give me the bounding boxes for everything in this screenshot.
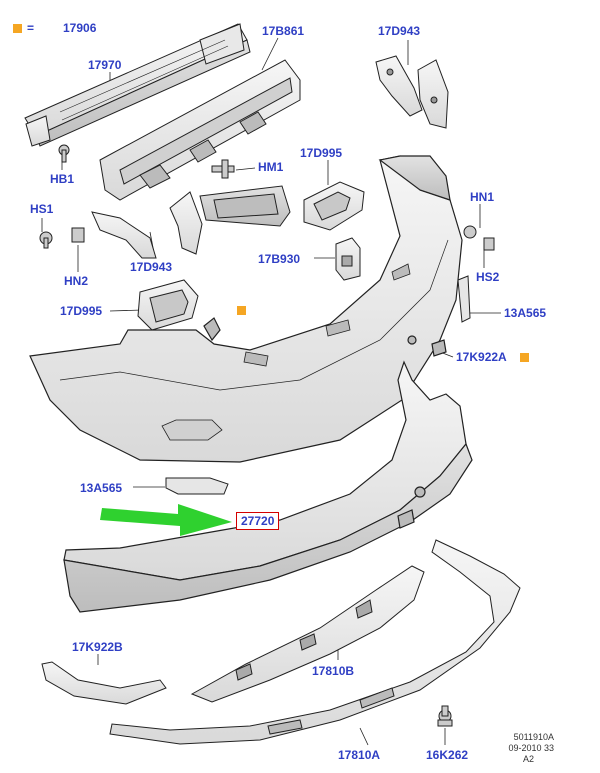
bracket-17d995-left <box>137 279 199 331</box>
label-13a565-left[interactable]: 13A565 <box>80 481 123 495</box>
label-16k262[interactable]: 16K262 <box>426 748 469 762</box>
absorber-part <box>99 59 301 201</box>
label-17d995-left[interactable]: 17D995 <box>60 304 103 318</box>
label-17d995-top[interactable]: 17D995 <box>300 146 343 160</box>
label-17b930[interactable]: 17B930 <box>258 252 301 266</box>
label-17b861[interactable]: 17B861 <box>262 24 305 38</box>
trim-17k922b <box>41 661 167 705</box>
label-17k922b[interactable]: 17K922B <box>72 640 123 654</box>
label-hs1[interactable]: HS1 <box>30 202 54 216</box>
fastener-hn1-hs2 <box>463 225 495 251</box>
clip-17b930 <box>335 237 361 281</box>
label-17810a[interactable]: 17810A <box>338 748 381 762</box>
reflector-13a565-right <box>457 275 471 323</box>
label-27720-highlighted[interactable]: 27720 <box>236 512 280 530</box>
legend-equals: = <box>27 21 35 35</box>
fastener-hn2 <box>71 227 85 243</box>
label-17810b[interactable]: 17810B <box>312 664 355 678</box>
screw-hm1 <box>211 159 235 179</box>
pointer-arrow <box>100 504 232 536</box>
label-17d943-mid[interactable]: 17D943 <box>130 260 173 274</box>
push-clip-16k262 <box>437 705 453 727</box>
label-17970[interactable]: 17970 <box>88 58 122 72</box>
footer-line-2: 09-2010 33 <box>508 743 554 753</box>
label-hs2[interactable]: HS2 <box>476 270 500 284</box>
lower-valance-27720 <box>63 360 473 613</box>
legend-marker-square <box>13 24 22 33</box>
diffuser-17810b <box>190 565 425 703</box>
bumper-cover <box>29 155 463 463</box>
label-hn2[interactable]: HN2 <box>64 274 89 288</box>
marker-square-17k922a <box>520 353 529 362</box>
impact-bar-part <box>24 23 251 147</box>
diffuser-17810a <box>109 539 521 745</box>
label-hn1[interactable]: HN1 <box>470 190 495 204</box>
footer-reference: 5011910A 09-2010 33 A2 <box>496 732 554 765</box>
label-hm1[interactable]: HM1 <box>258 160 284 174</box>
bracket-17d943-top <box>375 55 449 129</box>
footer-line-3: A2 <box>522 754 534 764</box>
label-17k922a[interactable]: 17K922A <box>456 350 507 364</box>
marker-square-bumper <box>237 306 246 315</box>
label-17d943-top[interactable]: 17D943 <box>378 24 421 38</box>
bracket-17d995-top <box>303 181 365 231</box>
footer-line-1: 5011910A <box>513 732 554 742</box>
reflector-13a565-left <box>165 477 229 495</box>
fastener-hs1 <box>39 231 53 249</box>
label-13a565-right[interactable]: 13A565 <box>504 306 547 320</box>
label-17906[interactable]: 17906 <box>63 21 97 35</box>
label-hb1[interactable]: HB1 <box>50 172 75 186</box>
bracket-17d943-mid <box>91 185 291 259</box>
bolt-hb1 <box>58 144 70 163</box>
